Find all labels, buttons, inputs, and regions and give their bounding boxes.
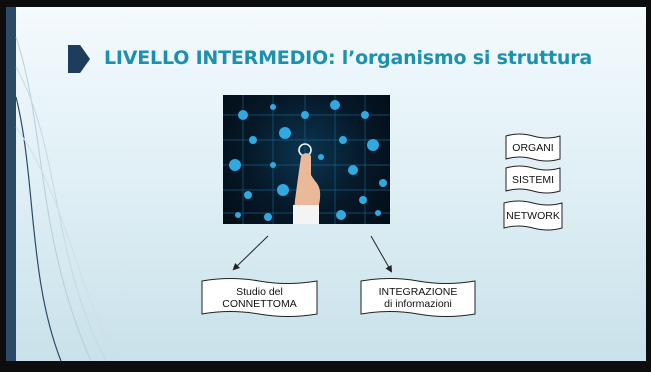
tag-sistemi-label: SISTEMI xyxy=(511,174,554,186)
box-integrazione: INTEGRAZIONE di informazioni xyxy=(360,277,476,319)
box-integrazione-line2: di informazioni xyxy=(384,298,452,310)
decorative-curves-icon xyxy=(15,36,119,361)
network-touch-image xyxy=(223,95,390,224)
box-connettoma: Studio del CONNETTOMA xyxy=(201,277,318,319)
arrow-to-integrazione xyxy=(370,235,392,273)
tag-sistemi: SISTEMI xyxy=(505,165,561,195)
slide: LIVELLO INTERMEDIO: l’organismo si strut… xyxy=(6,7,646,361)
box-integrazione-line1: INTEGRAZIONE xyxy=(378,286,458,298)
box-connettoma-line2: CONNETTOMA xyxy=(222,298,297,310)
box-connettoma-text: Studio del CONNETTOMA xyxy=(222,286,296,310)
connector-arrows xyxy=(232,235,392,273)
tag-organi: ORGANI xyxy=(505,133,561,163)
slide-left-band xyxy=(6,7,16,361)
tag-network: NETWORK xyxy=(503,200,563,232)
arrow-to-connettoma xyxy=(232,235,269,271)
box-integrazione-text: INTEGRAZIONE di informazioni xyxy=(379,286,458,310)
chevron-arrow-icon xyxy=(68,45,90,73)
box-connettoma-line1: Studio del xyxy=(236,286,283,298)
tag-network-label: NETWORK xyxy=(506,210,560,222)
slide-title: LIVELLO INTERMEDIO: l’organismo si strut… xyxy=(104,47,592,69)
tag-organi-label: ORGANI xyxy=(512,142,554,154)
